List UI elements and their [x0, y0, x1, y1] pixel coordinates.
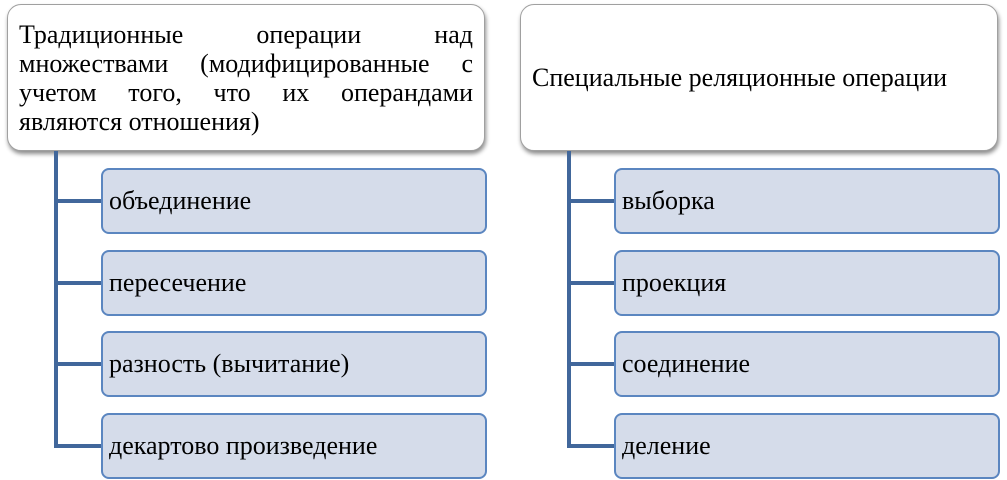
connector-branch [567, 362, 615, 366]
group-header-special: Специальные реляционные операции [520, 4, 998, 151]
connector-branch [567, 281, 615, 285]
item-cartesian-product: декартово произведение [101, 413, 487, 479]
connector-trunk [567, 151, 571, 448]
item-division: деление [614, 413, 1000, 479]
group-header-traditional: Традиционные операции над множествами (м… [7, 4, 485, 151]
item-join: соединение [614, 331, 1000, 397]
item-difference: разность (вычитание) [101, 331, 487, 397]
item-intersection: пересечение [101, 250, 487, 316]
connector-branch [54, 362, 102, 366]
item-selection: выборка [614, 168, 1000, 234]
connector-branch [54, 281, 102, 285]
item-projection: проекция [614, 250, 1000, 316]
connector-branch [54, 199, 102, 203]
connector-branch [54, 444, 102, 448]
connector-branch [567, 444, 615, 448]
item-union: объединение [101, 168, 487, 234]
connector-branch [567, 199, 615, 203]
connector-trunk [54, 151, 58, 448]
